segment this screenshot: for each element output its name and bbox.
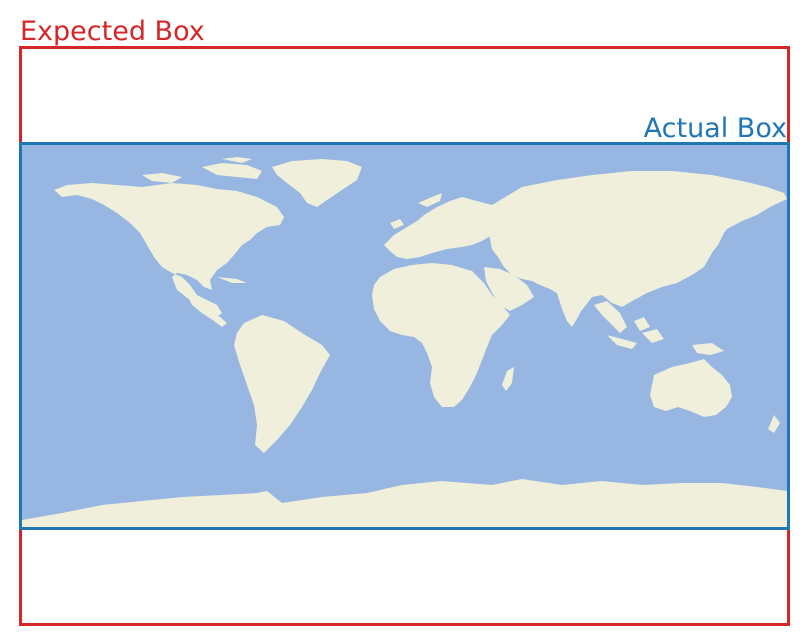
new-zealand bbox=[768, 415, 780, 433]
south-america bbox=[234, 315, 330, 453]
new-guinea bbox=[692, 343, 724, 355]
north-america bbox=[54, 183, 284, 317]
europe bbox=[384, 193, 512, 259]
madagascar bbox=[502, 367, 514, 391]
africa bbox=[372, 263, 510, 407]
arabia bbox=[484, 267, 534, 311]
land bbox=[22, 157, 787, 527]
japan bbox=[704, 203, 748, 255]
india bbox=[557, 291, 584, 327]
arctic-islands bbox=[142, 157, 262, 183]
central-america bbox=[187, 277, 247, 327]
actual-box-label: Actual Box bbox=[643, 113, 787, 144]
greenland bbox=[272, 159, 362, 207]
actual-box bbox=[19, 142, 790, 530]
world-map bbox=[22, 145, 787, 527]
antarctica bbox=[22, 479, 787, 527]
asia bbox=[488, 171, 787, 317]
australia bbox=[650, 359, 732, 417]
expected-box-label: Expected Box bbox=[20, 16, 205, 47]
southeast-asia bbox=[594, 301, 664, 349]
